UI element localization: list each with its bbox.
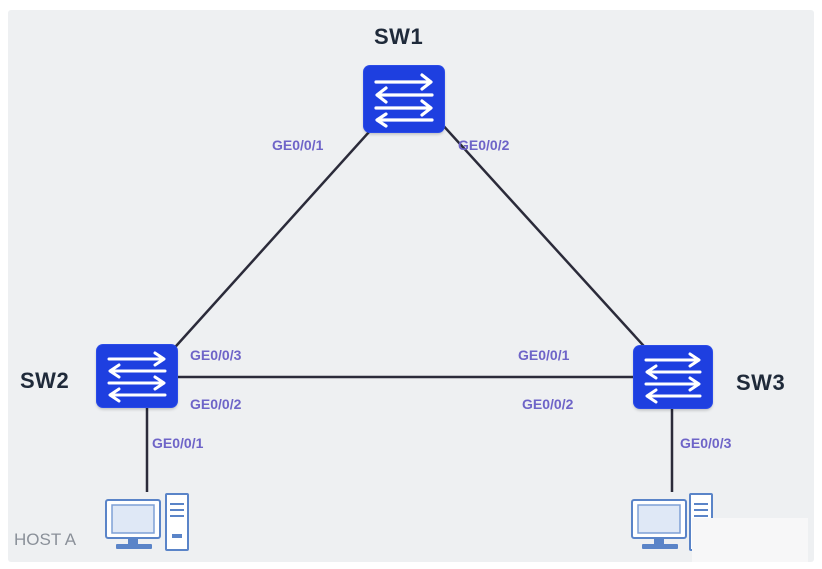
- switch-icon: [374, 73, 434, 128]
- port-label-sw3-ge003: GE0/0/3: [680, 435, 732, 451]
- port-label-sw1-ge002: GE0/0/2: [458, 137, 510, 153]
- pc-icon: [105, 493, 189, 551]
- host-a-label: HOST A: [14, 530, 77, 549]
- switch-sw1[interactable]: [364, 66, 444, 132]
- link-sw1-sw2: [167, 121, 379, 356]
- host-a[interactable]: [102, 490, 192, 554]
- sw3-label: SW3: [736, 370, 786, 395]
- switch-icon: [107, 351, 167, 403]
- port-label-sw1-ge001: GE0/0/1: [272, 137, 324, 153]
- switch-icon: [644, 352, 702, 404]
- switch-sw2[interactable]: [97, 345, 177, 407]
- port-label-sw3-ge001: GE0/0/1: [518, 347, 570, 363]
- port-label-sw3-ge002: GE0/0/2: [522, 396, 574, 412]
- link-sw1-sw3: [439, 121, 653, 356]
- corner-overlay: [692, 518, 808, 562]
- port-label-sw2-ge002: GE0/0/2: [190, 396, 242, 412]
- port-label-sw2-ge003: GE0/0/3: [190, 347, 242, 363]
- switch-sw3[interactable]: [634, 346, 712, 408]
- sw1-label: SW1: [374, 24, 424, 49]
- port-label-sw2-ge001: GE0/0/1: [152, 435, 204, 451]
- sw2-label: SW2: [20, 368, 70, 393]
